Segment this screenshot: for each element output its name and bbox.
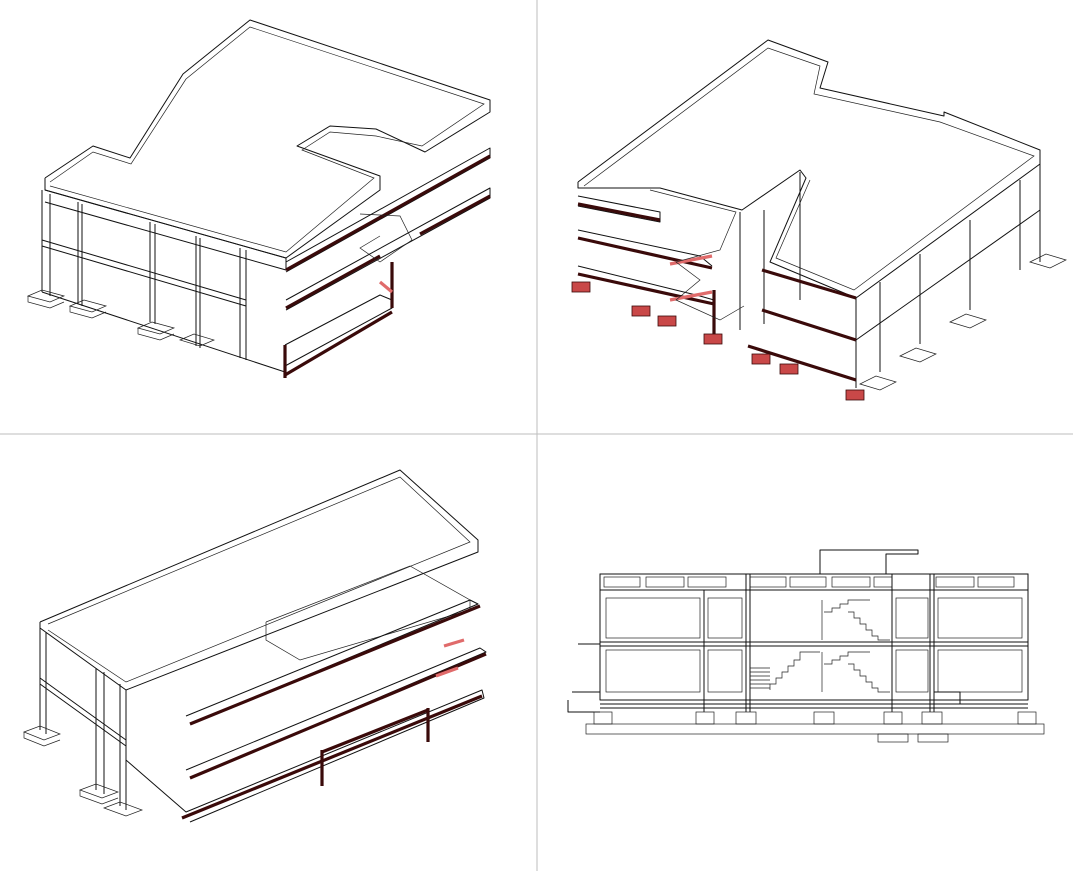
stair-core: [649, 189, 745, 321]
exploded-floor-slabs: [125, 599, 487, 823]
section-stairs: [750, 599, 890, 693]
foundation-footings: [23, 725, 144, 817]
foundation-footings: [859, 253, 1067, 391]
facade-frame: [39, 628, 127, 810]
facade-frame: [41, 190, 286, 373]
section-footings: [585, 711, 1045, 743]
axonometric-view-top-left: [26, 19, 491, 378]
exploded-floor-slabs: [283, 147, 491, 378]
roof-parapet-inner: [583, 47, 1035, 291]
building-section-bottom-right: [567, 549, 1045, 743]
roof-parapet: [44, 19, 491, 259]
rooftop-stair-enclosure: [819, 549, 919, 574]
exploded-floor-slabs: [577, 195, 857, 382]
roof-parapet-inner: [47, 476, 471, 683]
section-ground: [567, 691, 1028, 713]
roof-edge: [44, 189, 287, 271]
cut-footings: [571, 281, 865, 401]
axonometric-view-top-right: [571, 39, 1067, 401]
stair-core: [359, 213, 413, 263]
roof-parapet: [39, 469, 479, 691]
section-floor-slabs: [578, 641, 1028, 647]
roof-parapet-band: [599, 573, 1029, 591]
section-outline: [599, 590, 1029, 701]
facade-frame: [739, 164, 1041, 388]
section-columns: [703, 574, 935, 712]
roof-beams: [603, 576, 1015, 588]
axonometric-view-bottom-left: [23, 469, 487, 823]
roof-parapet: [577, 39, 1041, 299]
foundation-footings: [26, 289, 216, 347]
section-openings: [605, 597, 1023, 693]
roof-parapet-inner: [49, 26, 485, 253]
